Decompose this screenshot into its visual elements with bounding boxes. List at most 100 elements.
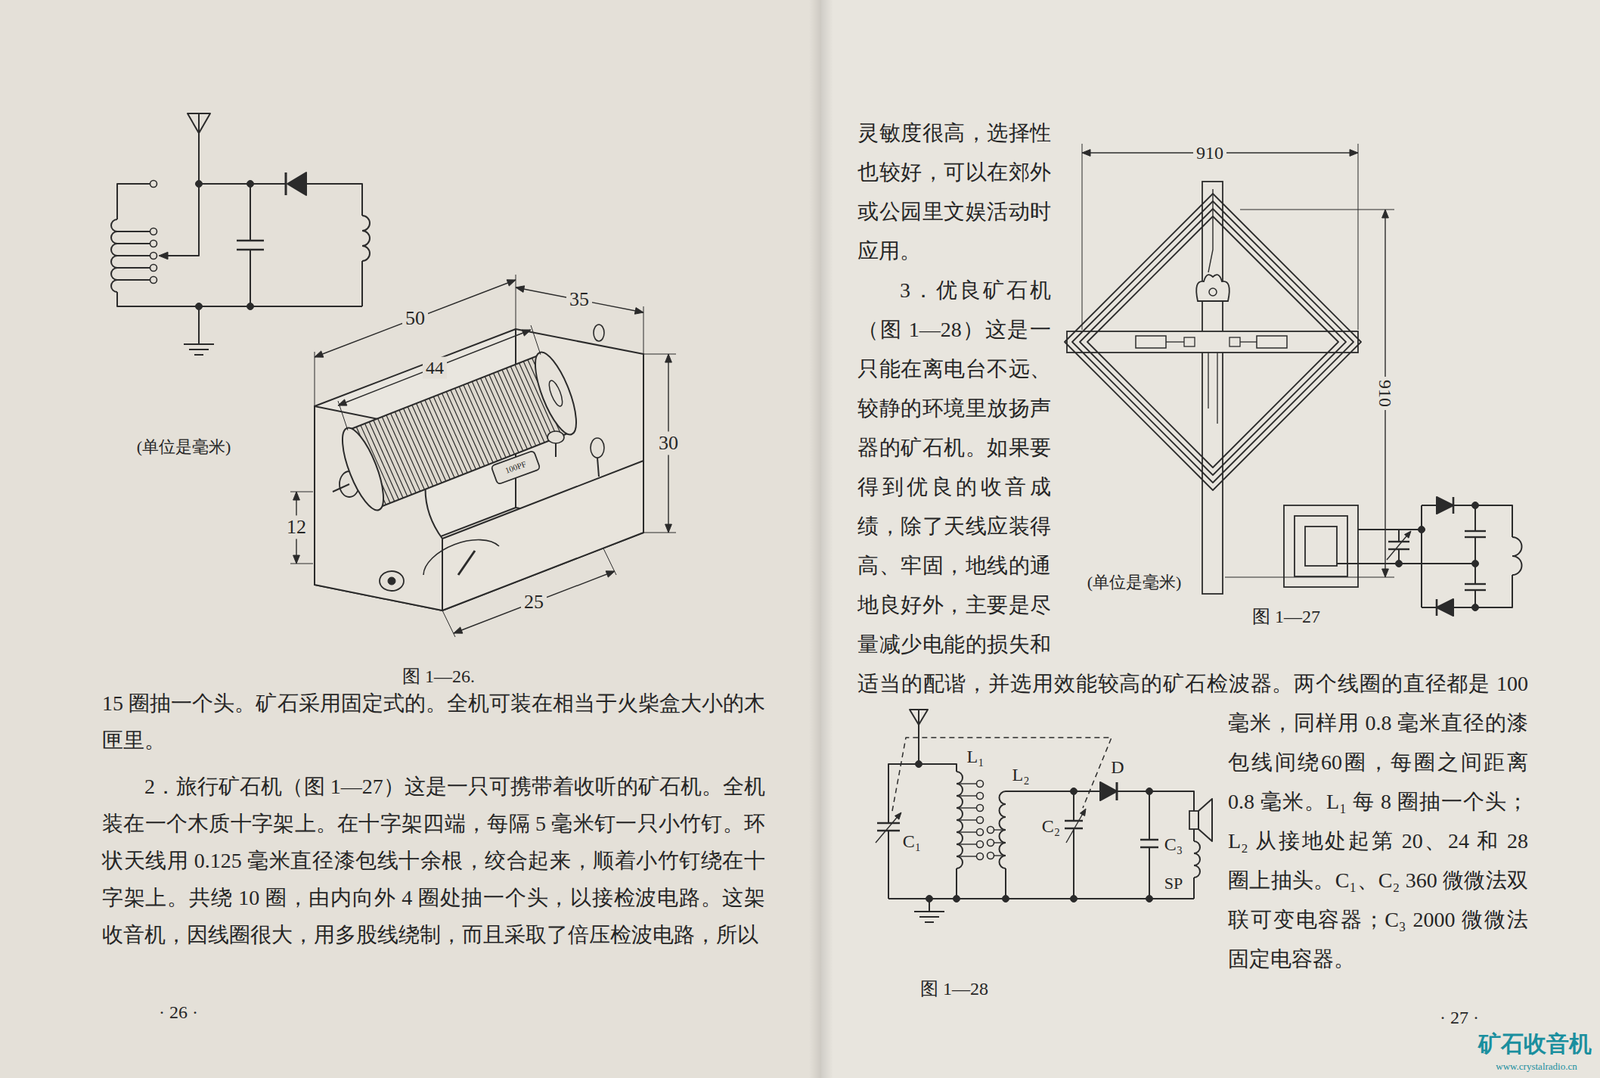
terminal — [150, 240, 158, 248]
wire — [1193, 828, 1195, 841]
coil-winding — [420, 401, 455, 478]
matchbox-radio-drawing — [290, 274, 676, 637]
lead-wire — [1165, 341, 1185, 342]
coil-winding — [476, 379, 511, 456]
terminal — [976, 780, 984, 788]
dimension-line — [314, 279, 516, 357]
ground-symbol — [194, 353, 204, 356]
ground-symbol — [919, 915, 940, 918]
speaker-coil — [1193, 840, 1200, 878]
wire — [249, 183, 252, 241]
diode-symbol — [287, 172, 307, 196]
extension-line — [643, 532, 676, 534]
junction-dot — [1395, 560, 1403, 568]
junction-dot — [195, 180, 203, 188]
unit-note: (单位是毫米) — [136, 437, 232, 457]
coil-winding — [378, 418, 413, 495]
junction-dot — [1070, 895, 1078, 903]
wire — [1116, 790, 1194, 811]
coil-tap — [993, 828, 1006, 830]
wire — [1072, 790, 1075, 821]
dimension-arrow — [515, 285, 525, 293]
dimension-arrow — [453, 626, 463, 633]
variable-arrow — [1404, 530, 1411, 538]
dimension: 50 — [402, 306, 428, 330]
terminal — [150, 228, 158, 236]
loudspeaker-set-schematic — [875, 709, 1213, 922]
wire — [888, 763, 957, 823]
wire — [1358, 528, 1422, 531]
loop-antenna-drawing — [1064, 143, 1523, 616]
coil-end — [527, 347, 585, 439]
ground-symbol — [183, 343, 214, 345]
wire — [917, 709, 920, 764]
junction-dot — [247, 180, 255, 188]
terminal-lug — [597, 457, 599, 477]
part-name: C₂ — [1041, 815, 1061, 838]
right-column: 灵敏度很高，选择性也较好，可以在郊外或公园里文娱活动时应用。3．优良矿石机（图 … — [857, 113, 1529, 999]
part-name: D — [1110, 756, 1124, 779]
wire — [198, 306, 200, 345]
coil-hub — [546, 378, 565, 408]
diode-symbol — [1435, 598, 1439, 616]
wire — [1421, 606, 1437, 608]
figure-caption: 图 1—26. — [402, 665, 475, 688]
part-name: SP — [1164, 873, 1183, 894]
dimension-line — [453, 570, 615, 633]
variable-arrow — [1386, 532, 1410, 560]
terminal — [987, 826, 995, 834]
wire — [1453, 574, 1513, 608]
diode-symbol — [1100, 781, 1117, 800]
wire — [1420, 505, 1423, 608]
knob-shaft — [332, 483, 350, 492]
wire — [1453, 505, 1513, 537]
dimension-line — [337, 329, 531, 406]
body-text: 灵敏度很高，选择性也较好，可以在郊外或公园里文娱活动时应用。 — [857, 113, 1529, 271]
part-name: L₂ — [1011, 763, 1030, 786]
extension-line — [290, 491, 314, 493]
coil-winding — [424, 400, 459, 477]
extension-line — [1358, 143, 1359, 330]
terminal-lug — [547, 431, 565, 444]
coil-tap — [956, 831, 977, 832]
component — [1184, 337, 1195, 347]
extension-line — [1240, 209, 1395, 211]
gang-link — [892, 737, 1112, 811]
coil-winding — [399, 409, 434, 487]
coil-winding — [450, 389, 485, 466]
coil-winding — [442, 393, 477, 470]
dimension-arrow — [521, 329, 531, 336]
junction-dot — [247, 303, 255, 311]
dimension-arrow — [634, 307, 644, 315]
box-front-wall — [442, 460, 644, 611]
loop-winding — [1087, 216, 1339, 468]
terminal — [976, 792, 984, 800]
junction-dot — [953, 895, 961, 903]
dimension-arrow — [1382, 568, 1390, 577]
terminal — [976, 840, 984, 848]
terminal — [976, 804, 984, 812]
dimension: 910 — [1193, 142, 1227, 165]
terminal — [150, 276, 158, 284]
loop-coil-symbol — [1294, 515, 1348, 577]
capacitor-symbol — [1064, 819, 1083, 822]
component — [1256, 335, 1287, 348]
earphone-symbol — [362, 215, 370, 261]
dimension-arrow — [1382, 209, 1390, 218]
wire — [1148, 790, 1151, 840]
lead-wire — [1207, 352, 1209, 409]
speaker-symbol — [1189, 810, 1199, 829]
terminal — [987, 839, 995, 847]
dimension: 44 — [422, 356, 447, 379]
capacitor-part — [490, 450, 540, 485]
body-text: 15 圈抽一个头。矿石采用固定式的。全机可装在相当于火柴盒大小的木匣里。 — [102, 684, 766, 759]
coil-tap — [117, 266, 150, 269]
dimension-arrow — [293, 491, 301, 500]
page-fold — [809, 0, 834, 1078]
coil-winding — [381, 416, 416, 494]
coil-winding — [484, 376, 519, 453]
extension-line — [442, 610, 456, 637]
coil-tap — [117, 279, 150, 281]
terminal — [976, 828, 984, 836]
coil-winding — [394, 411, 429, 488]
